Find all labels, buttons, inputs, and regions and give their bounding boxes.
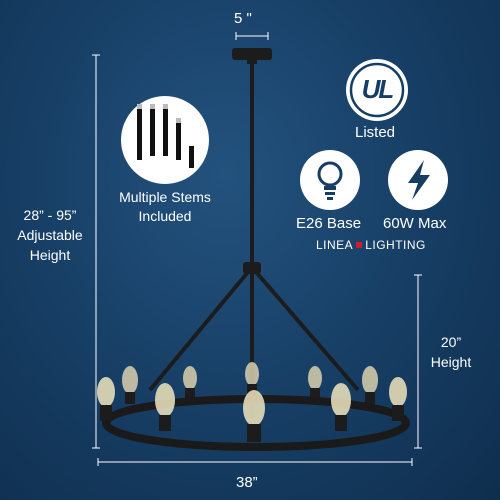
brand-logo: LINEA LIGHTING	[316, 238, 426, 252]
certification-label: Listed	[355, 124, 396, 141]
canopy-width-label: 5 "	[234, 10, 252, 27]
hub	[243, 262, 261, 274]
canopy	[232, 48, 272, 274]
lightning-bolt-icon	[388, 150, 448, 210]
wattage-label: 60W Max	[383, 215, 447, 232]
socket-label: E26 Base	[296, 215, 362, 232]
brand-square	[356, 242, 363, 249]
downrod	[250, 64, 254, 264]
fixture-height-label: 20” Height	[430, 334, 472, 370]
dimension-lines	[92, 32, 422, 466]
adjustable-height-label: 28” - 95” Adjustable Height	[17, 207, 83, 263]
ul-mark: UL	[361, 74, 395, 104]
front-bulbs	[97, 377, 407, 442]
bulb-icon	[300, 150, 360, 210]
brand-name-right: LIGHTING	[365, 238, 426, 252]
ul-badge-icon	[346, 59, 408, 121]
stems-label: Multiple Stems Included	[119, 189, 211, 224]
stems-icon	[121, 96, 209, 184]
diameter-label: 38”	[236, 474, 258, 491]
brand-name-left: LINEA	[316, 238, 354, 252]
back-bulbs	[122, 362, 378, 404]
